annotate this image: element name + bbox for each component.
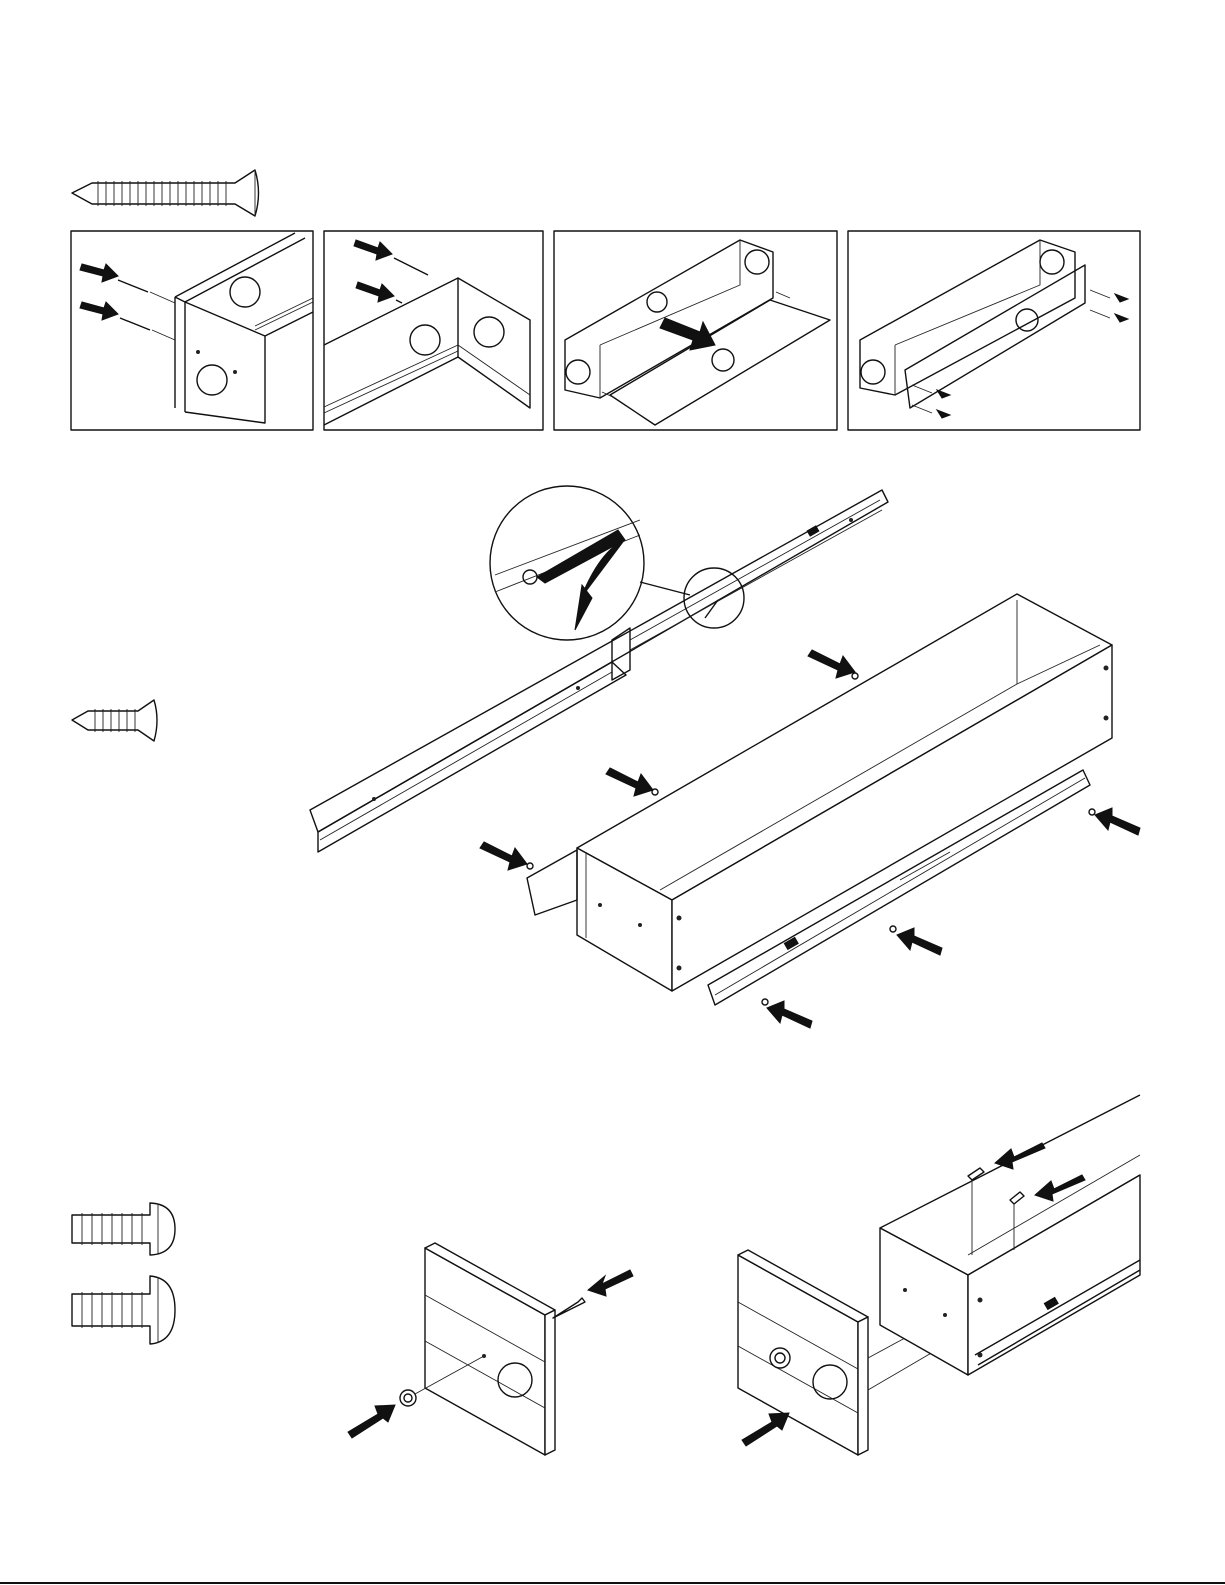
arrow-icon	[354, 240, 392, 260]
flat-head-long-screw-icon	[72, 170, 259, 216]
drawer-front-left	[348, 1243, 633, 1455]
arrow-icon	[767, 1001, 812, 1028]
arrow-icon	[937, 294, 1128, 418]
pan-head-long-screw-icon	[72, 1276, 175, 1344]
callout-circle	[566, 360, 590, 384]
arrow-icon	[480, 842, 527, 870]
step-panel-3	[554, 231, 837, 430]
knob-icon	[400, 1390, 416, 1406]
arrow-icon	[1095, 808, 1140, 835]
callout-circle	[712, 349, 734, 371]
callout-circle	[647, 292, 667, 312]
callout-circle	[1040, 250, 1064, 274]
arrow-icon	[356, 282, 394, 302]
arrow-icon	[660, 318, 715, 350]
arrow-icon	[588, 1270, 633, 1296]
callout-circle	[197, 365, 227, 395]
flat-head-short-screw-icon	[72, 700, 157, 741]
detail-magnifier	[490, 486, 744, 640]
detail-target-circle	[684, 568, 744, 628]
callout-circle	[474, 317, 504, 347]
arrow-icon	[348, 1405, 395, 1438]
slide-end-bracket	[527, 850, 577, 915]
arrow-icon	[742, 1413, 789, 1446]
arrow-icon	[995, 1143, 1045, 1169]
callout-circle	[861, 360, 885, 384]
arrow-icon	[80, 302, 118, 320]
callout-circle	[230, 277, 260, 307]
callout-circle	[745, 250, 769, 274]
arrow-icon	[1035, 1175, 1085, 1201]
step-panel-1	[71, 231, 313, 430]
step-panel-4	[848, 231, 1140, 430]
pan-head-short-screw-icon	[72, 1203, 175, 1255]
callout-circle	[410, 325, 440, 355]
arrow-icon	[808, 650, 855, 678]
arrow-icon	[80, 264, 118, 282]
drawer-box-right	[880, 1095, 1140, 1375]
step-panel-2	[324, 231, 543, 430]
arrow-icon	[897, 928, 942, 955]
arrow-icon	[606, 768, 653, 796]
